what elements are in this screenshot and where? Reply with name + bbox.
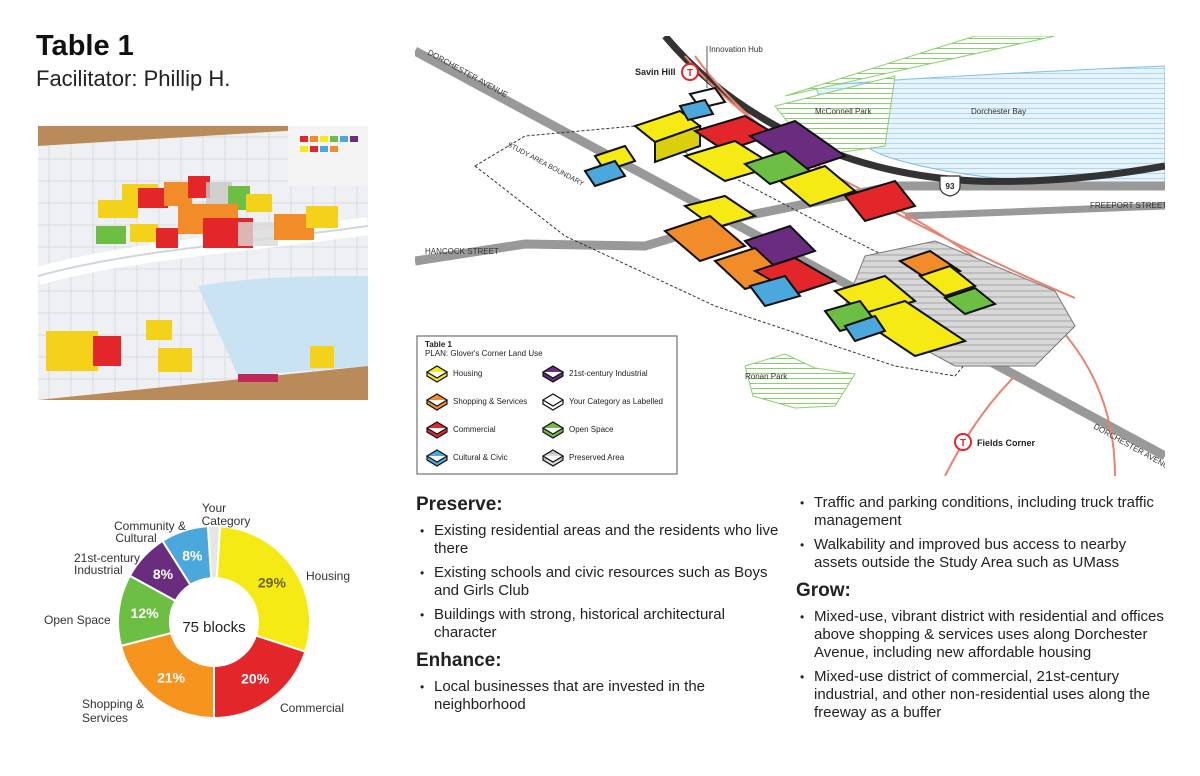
grow-list: Mixed-use, vibrant district with residen… (796, 608, 1168, 722)
donut-label-open-space: Open Space (44, 613, 111, 627)
savin-hill-t-icon: T (681, 63, 699, 81)
legend-item-label: Commercial (453, 425, 496, 434)
donut-center-label: 75 blocks (182, 619, 245, 636)
model-photo (38, 126, 368, 400)
donut-slice-your-category (206, 525, 222, 580)
list-item: Mixed-use, vibrant district with residen… (800, 608, 1168, 662)
svg-text:T: T (960, 438, 966, 449)
interstate-93-shield-icon: 93 (939, 175, 961, 197)
page-title: Table 1 (36, 30, 134, 62)
label-hancock-street: HANCOCK STREET (425, 247, 499, 256)
label-innovation-hub: Innovation Hub (709, 45, 763, 54)
list-item: Existing residential areas and the resid… (420, 522, 786, 558)
legend-item-label: Open Space (569, 425, 614, 434)
donut-value-label: 12% (131, 605, 160, 621)
photo-color-swatches (300, 136, 358, 152)
list-item: Traffic and parking conditions, includin… (800, 494, 1168, 530)
donut-value-label: 8% (153, 566, 174, 582)
label-ronan-park: Ronan Park (745, 372, 788, 381)
land-use-blocks (583, 86, 998, 358)
list-item: Local businesses that are invested in th… (420, 678, 786, 714)
enhance-list-continued: Traffic and parking conditions, includin… (796, 494, 1168, 572)
label-freeport-street: FREEPORT STREET (1090, 201, 1165, 210)
legend-swatch (425, 449, 449, 467)
legend-swatch (541, 393, 565, 411)
legend-item-label: Housing (453, 369, 482, 378)
legend-title: Table 1 (425, 340, 453, 349)
freeport-street-road (904, 202, 1165, 220)
donut-value-label: 29% (258, 575, 287, 591)
preserve-list: Existing residential areas and the resid… (416, 522, 786, 642)
land-use-donut-chart: 29% 20% 21% 12% 8% 8% 75 blocks Housing Comme… (44, 501, 350, 725)
donut-label-commercial: Commercial (280, 701, 344, 715)
legend-item-label: Shopping & Services (453, 397, 527, 406)
donut-value-labels: 29% 20% 21% 12% 8% 8% (131, 547, 287, 686)
donut-slice-housing (215, 525, 311, 653)
legend-swatch (541, 365, 565, 383)
label-dorchester-avenue-top: DORCHESTER AVENUE (426, 48, 509, 100)
legend-swatch (541, 449, 565, 467)
label-dorchester-bay: Dorchester Bay (971, 107, 1026, 116)
legend-item-label: Your Category as Labelled (569, 397, 663, 406)
legend-swatch (425, 421, 449, 439)
donut-value-label: 8% (182, 547, 203, 563)
lego-blocks (46, 176, 338, 382)
list-item: Existing schools and civic resources suc… (420, 564, 786, 600)
legend-item-label: Cultural & Civic (453, 453, 508, 462)
preserve-heading: Preserve: (416, 494, 503, 515)
map-legend: Table 1 PLAN: Glover's Corner Land Use H… (416, 335, 678, 475)
legend-swatch (425, 393, 449, 411)
enhance-heading: Enhance: (416, 650, 502, 671)
donut-slice-shopping-services (119, 631, 215, 720)
label-mcconnell-park: McConnell Park (815, 107, 872, 116)
label-savin-hill: Savin Hill (635, 67, 676, 77)
study-area-boundary (474, 125, 1006, 377)
donut-label-housing: Housing (306, 569, 350, 583)
legend-subtitle: PLAN: Glover's Corner Land Use (425, 349, 543, 358)
ronan-park-area (744, 353, 856, 409)
label-fields-corner: Fields Corner (977, 438, 1036, 448)
enhance-list: Local businesses that are invested in th… (416, 678, 786, 714)
legend-item-label: Preserved Area (569, 453, 625, 462)
text-column-right: Traffic and parking conditions, includin… (796, 494, 1168, 730)
legend-swatch (425, 365, 449, 383)
donut-label-community: Community &Cultural (114, 519, 186, 545)
list-item: Mixed-use district of commercial, 21st-c… (800, 668, 1168, 722)
donut-slices (117, 525, 311, 720)
svg-text:93: 93 (946, 182, 955, 191)
label-study-area-boundary: STUDY AREA BOUNDARY (506, 142, 585, 188)
donut-value-label: 21% (157, 669, 186, 685)
text-column-left: Preserve: Existing residential areas and… (416, 494, 786, 722)
donut-label-shopping: Shopping &Services (82, 697, 144, 725)
list-item: Buildings with strong, historical archit… (420, 606, 786, 642)
legend-item-label: 21st-century Industrial (569, 369, 648, 378)
facilitator-name: Facilitator: Phillip H. (36, 66, 231, 91)
fields-corner-t-icon: T (954, 433, 972, 451)
svg-text:T: T (687, 68, 693, 79)
transit-line-3 (944, 375, 1016, 476)
land-use-plan-map: DORCHESTER AVENUE DORCHESTER AVENUE STUD… (415, 36, 1165, 476)
list-item: Walkability and improved bus access to n… (800, 536, 1168, 572)
donut-value-label: 20% (241, 671, 270, 687)
grow-heading: Grow: (796, 580, 851, 601)
legend-swatch (541, 421, 565, 439)
